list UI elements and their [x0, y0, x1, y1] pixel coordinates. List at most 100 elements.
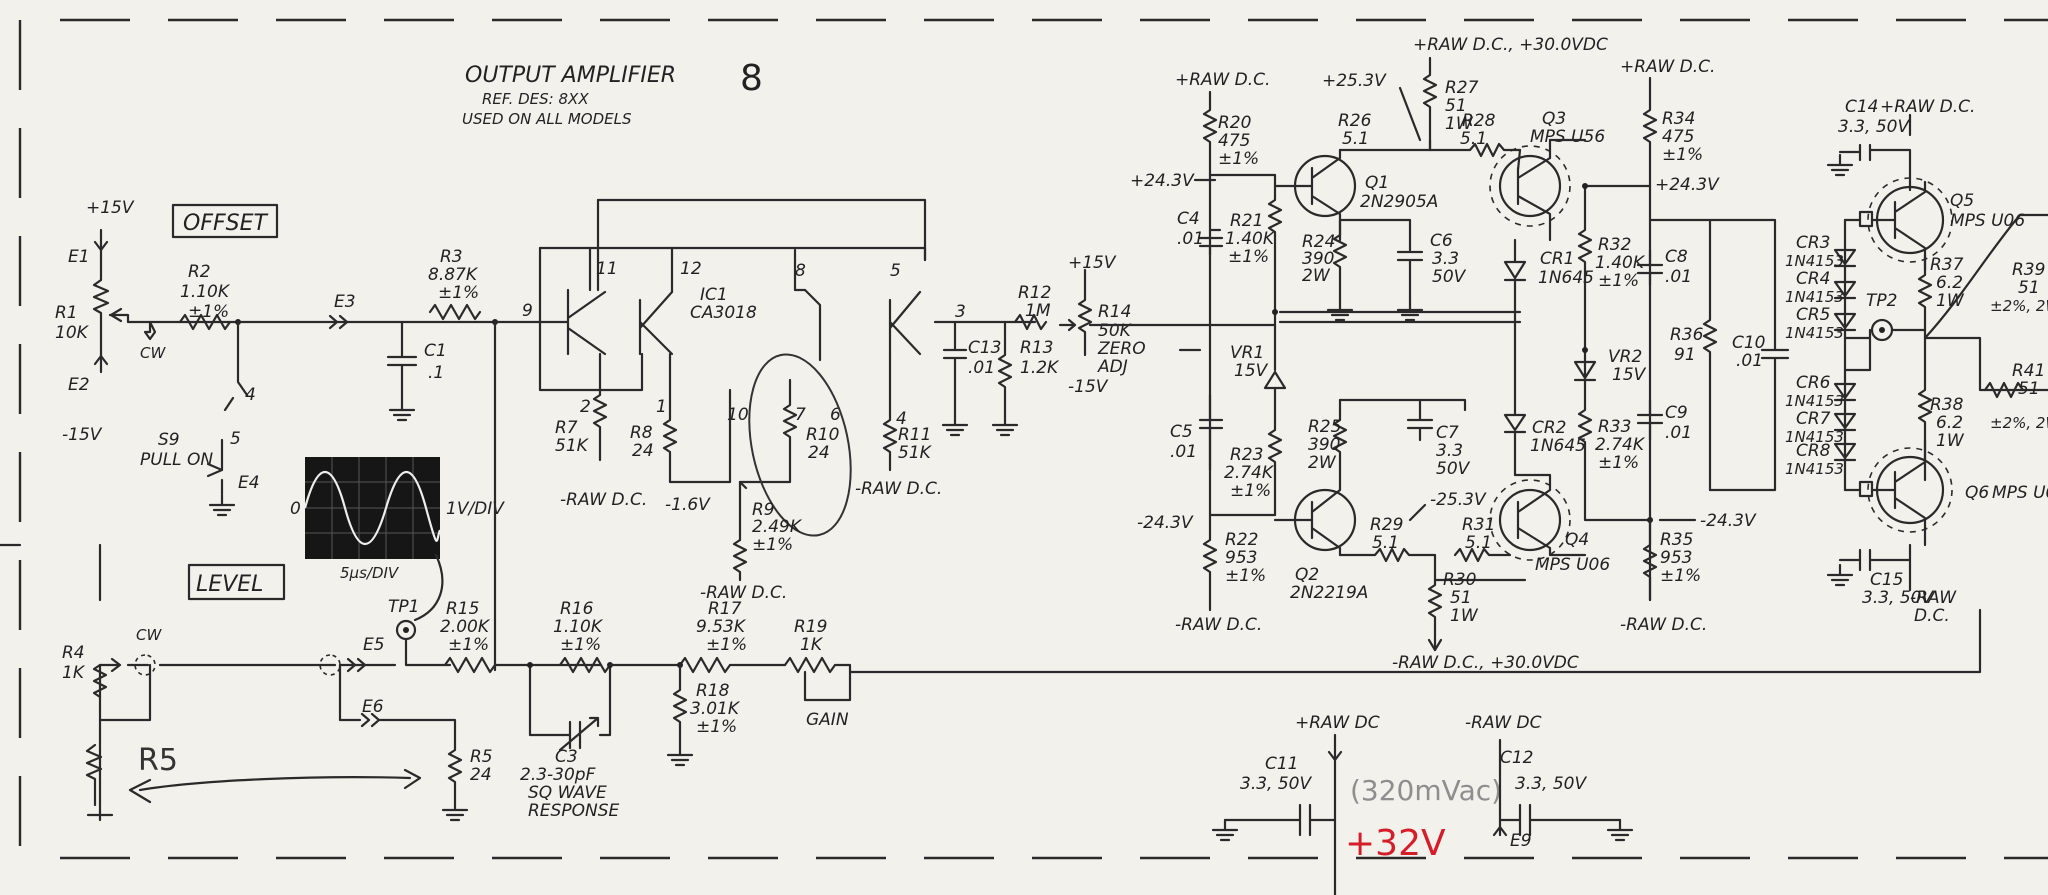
r29-value: 5.1: [1372, 533, 1399, 553]
m15v-r14: -15V: [1068, 377, 1109, 397]
v-253: +25.3V: [1322, 71, 1387, 91]
c8-value: .01: [1665, 267, 1692, 287]
v-m24-right: -24.3V: [1700, 511, 1757, 531]
c12-label: C12: [1500, 748, 1534, 768]
offset-label: OFFSET: [183, 211, 268, 236]
pin12-label: 12: [680, 259, 702, 279]
r24-rating: 2W: [1302, 266, 1331, 286]
r27-value: 51: [1445, 96, 1467, 116]
c14-label: C14: [1845, 97, 1879, 117]
cr6-label: CR6: [1796, 373, 1831, 393]
rawdc-r9: -RAW D.C.: [700, 583, 787, 603]
level-label: LEVEL: [196, 572, 263, 597]
r4-label: R4: [62, 643, 85, 663]
cr5-part: 1N4153: [1785, 324, 1844, 342]
r1-label: R1: [55, 303, 78, 323]
c8-label: C8: [1665, 247, 1688, 267]
c11-label: C11: [1265, 754, 1299, 774]
cr5-label: CR5: [1796, 305, 1831, 325]
pin6-label: 6: [830, 405, 841, 425]
cr8-label: CR8: [1796, 441, 1831, 461]
q2-part: 2N2219A: [1290, 583, 1368, 603]
r5-label: R5: [470, 747, 493, 767]
r17-value: 9.53K: [696, 617, 747, 637]
r20-tol: ±1%: [1218, 149, 1259, 169]
rawdc-top: +RAW D.C., +30.0VDC: [1413, 35, 1608, 55]
c6-rating: 50V: [1432, 267, 1467, 287]
c9-label: C9: [1665, 403, 1688, 423]
e9-label: E9: [1510, 831, 1532, 851]
r3-value: 8.87K: [428, 265, 479, 285]
r33-tol: ±1%: [1598, 453, 1639, 473]
r28-label: R28: [1462, 111, 1496, 131]
r39-rating: ±2%, 2W: [1990, 297, 2048, 315]
r12-label: R12: [1018, 283, 1051, 303]
q3-part: MPS U56: [1530, 127, 1605, 147]
c3-response: RESPONSE: [528, 801, 619, 821]
r19-gain: GAIN: [806, 710, 849, 730]
q6-label: Q6: [1965, 483, 1989, 503]
c4-value: .01: [1177, 229, 1204, 249]
cr3-part: 1N4153: [1785, 252, 1844, 270]
r41-value: 51: [2018, 379, 2040, 399]
r19-value: 1K: [800, 635, 824, 655]
r8-value: 24: [632, 441, 654, 461]
r35-tol: ±1%: [1660, 566, 1701, 586]
c7-rating: 50V: [1436, 459, 1471, 479]
r2-label: R2: [188, 262, 211, 282]
vr1-label: VR1: [1230, 343, 1264, 363]
s9-label2: PULL ON: [140, 450, 213, 470]
r13-value: 1.2K: [1020, 358, 1060, 378]
rawdc-r34: +RAW D.C.: [1620, 57, 1715, 77]
scope-zero: 0: [290, 499, 301, 519]
r10-label: R10: [806, 425, 839, 445]
pin7-label: 7: [795, 405, 806, 425]
r24-label: R24: [1302, 232, 1335, 252]
title-name: OUTPUT AMPLIFIER: [465, 63, 676, 88]
q3-label: Q3: [1542, 109, 1566, 129]
title-number: 8: [740, 58, 763, 99]
r20-label: R20: [1218, 113, 1251, 133]
c15-label: C15: [1870, 570, 1904, 590]
r24-value: 390: [1302, 249, 1334, 269]
r22-tol: ±1%: [1225, 566, 1266, 586]
r41-rating: ±2%, 2W: [1990, 414, 2048, 432]
pin3-label: 3: [955, 302, 966, 322]
r28-value: 5.1: [1460, 129, 1487, 149]
pin4-label: 4: [896, 409, 907, 429]
r19-label: R19: [794, 617, 827, 637]
c1-value: .1: [428, 363, 444, 383]
r16-tol: ±1%: [560, 635, 601, 655]
r8-label: R8: [630, 423, 653, 443]
c15-value: 3.3, 50V: [1862, 588, 1934, 608]
s9-label: S9: [158, 430, 180, 450]
r4-value: 1K: [62, 663, 86, 683]
r17-tol: ±1%: [706, 635, 747, 655]
e4-label: E4: [238, 473, 260, 493]
c14-value: 3.3, 50V: [1838, 117, 1910, 137]
e1-label: E1: [68, 247, 90, 267]
r14-zero: ZERO: [1097, 339, 1146, 359]
r23-tol: ±1%: [1230, 481, 1271, 501]
cw1-label: CW: [140, 344, 166, 362]
c3-sqwave: SQ WAVE: [528, 783, 607, 803]
c6-value: 3.3: [1432, 249, 1459, 269]
ic1-part: CA3018: [690, 303, 757, 323]
input-section: +15V E1 R1 10K E2 -15V CW R2 1.10K ±1% 4…: [55, 198, 533, 672]
title-usage: USED ON ALL MODELS: [462, 110, 632, 128]
r26-label: R26: [1338, 111, 1372, 131]
r9-value: 2.49K: [752, 517, 803, 537]
c3-value: 2.3-30pF: [520, 765, 596, 785]
r29-label: R29: [1370, 515, 1403, 535]
measured-gray: (320mVac): [1350, 774, 1502, 807]
r21-label: R21: [1230, 211, 1263, 231]
p15v-top: +15V: [86, 198, 135, 218]
r18-tol: ±1%: [696, 717, 737, 737]
rawdc-r20: +RAW D.C.: [1175, 70, 1270, 90]
r37-value: 6.2: [1936, 273, 1963, 293]
ic1-label: IC1: [700, 285, 728, 305]
c12-value: 3.3, 50V: [1515, 774, 1587, 794]
r37-rating: 1W: [1936, 291, 1965, 311]
sheet-border: [18, 18, 2048, 860]
r15-label: R15: [446, 599, 479, 619]
